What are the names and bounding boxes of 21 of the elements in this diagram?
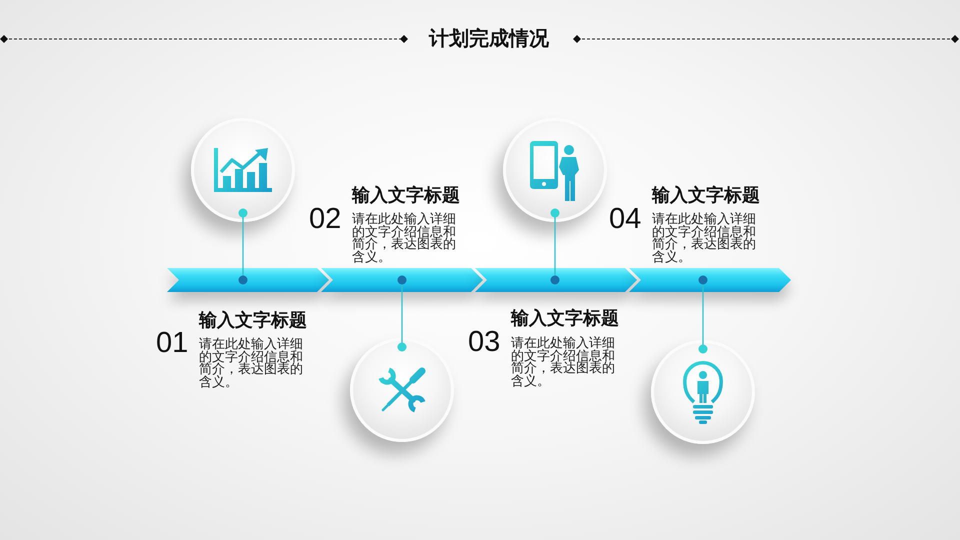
- timeline-segment: [321, 268, 483, 292]
- timeline-segment: [629, 268, 791, 292]
- timeline-segment: [475, 268, 637, 292]
- step-number: 04: [609, 205, 642, 234]
- connector-line: [550, 208, 560, 286]
- step-description: 请在此处输入详细的文字介绍信息和简介，表达图表的含义。: [199, 338, 304, 388]
- step-number: 01: [156, 329, 188, 358]
- step-title: 输入文字标题: [199, 310, 307, 330]
- step-description: 请在此处输入详细的文字介绍信息和简介，表达图表的含义。: [511, 337, 616, 387]
- connector-line: [396, 274, 408, 352]
- step-number: 02: [309, 205, 342, 234]
- connector-line: [238, 208, 248, 286]
- step-title: 输入文字标题: [352, 185, 460, 205]
- step-number: 03: [468, 328, 500, 357]
- title: 计划完成情况: [429, 28, 549, 50]
- step-description: 请在此处输入详细的文字介绍信息和简介，表达图表的含义。: [652, 213, 757, 263]
- timeline-segment: [167, 268, 329, 292]
- step-title: 输入文字标题: [511, 308, 619, 328]
- connector-line: [698, 274, 708, 354]
- step-description: 请在此处输入详细的文字介绍信息和简介，表达图表的含义。: [352, 213, 457, 263]
- step-title: 输入文字标题: [652, 185, 760, 205]
